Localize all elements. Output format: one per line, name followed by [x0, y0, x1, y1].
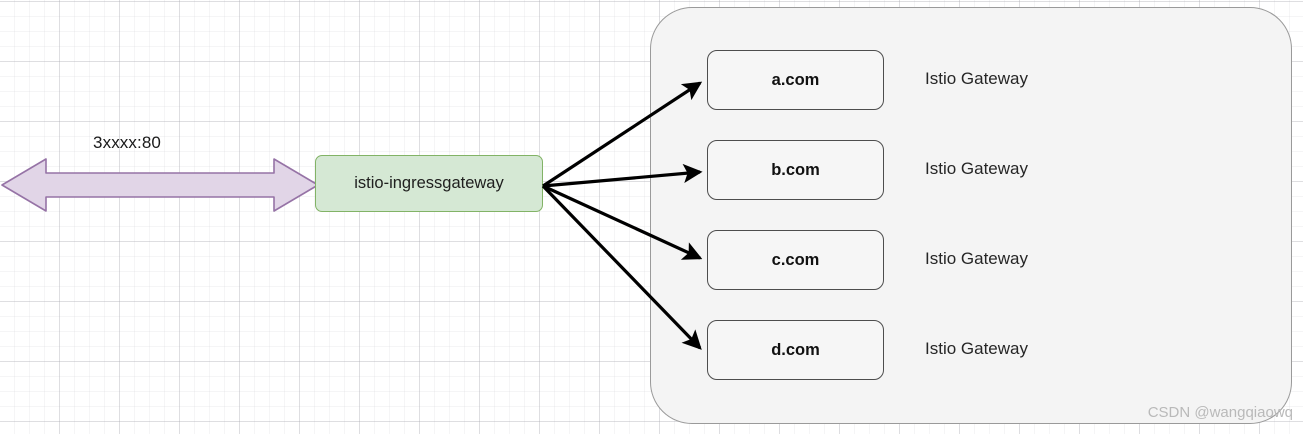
gateway-label-d: Istio Gateway: [925, 339, 1028, 358]
domain-box-d[interactable]: d.com: [707, 320, 884, 380]
domain-label: c.com: [771, 250, 820, 269]
domain-label: a.com: [771, 70, 820, 89]
traffic-double-arrow: [1, 158, 319, 212]
domain-box-c[interactable]: c.com: [707, 230, 884, 290]
gateway-label-c: Istio Gateway: [925, 249, 1028, 268]
domain-label: d.com: [771, 340, 820, 359]
istio-ingressgateway-node[interactable]: istio-ingressgateway: [315, 155, 543, 212]
watermark: CSDN @wangqiaowq: [1147, 404, 1293, 421]
domain-label: b.com: [771, 160, 820, 179]
domain-box-b[interactable]: b.com: [707, 140, 884, 200]
istio-ingressgateway-label: istio-ingressgateway: [354, 174, 504, 192]
port-label: 3xxxx:80: [93, 133, 161, 152]
domain-box-a[interactable]: a.com: [707, 50, 884, 110]
gateway-label-a: Istio Gateway: [925, 69, 1028, 88]
gateway-label-b: Istio Gateway: [925, 159, 1028, 178]
